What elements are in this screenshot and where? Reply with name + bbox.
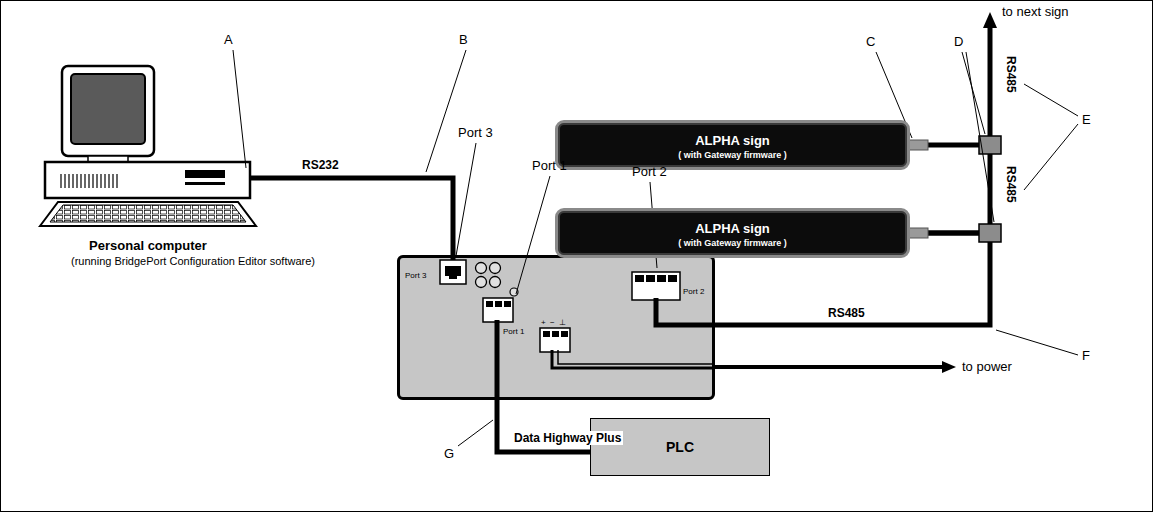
bus-arrowhead <box>983 12 997 28</box>
power-cable <box>715 365 944 369</box>
callout-letter: F <box>1082 348 1090 363</box>
signal-label: RS485 <box>1004 164 1018 205</box>
signal-label: RS232 <box>300 158 341 172</box>
direction-note: to power <box>962 359 1012 374</box>
signal-label: Data Highway Plus <box>512 431 623 445</box>
sign-title: ALPHA sign <box>558 221 907 236</box>
sign-note: ( with Gateway firmware ) <box>558 238 907 248</box>
alpha-sign: ALPHA sign ( with Gateway firmware ) <box>555 120 910 170</box>
direction-note: to next sign <box>1002 4 1069 19</box>
port-label: Port 3 <box>405 271 426 280</box>
gateway-internals <box>397 255 715 400</box>
port-callout: Port 3 <box>458 125 493 140</box>
node-note: (running BridgePort Configuration Editor… <box>18 255 368 267</box>
alpha-sign: ALPHA sign ( with Gateway firmware ) <box>555 208 910 258</box>
power-arrowhead <box>942 361 956 373</box>
callout-letter: G <box>444 446 454 461</box>
callout-letter: D <box>954 34 963 49</box>
callout-letter: B <box>459 32 468 47</box>
sign-note: ( with Gateway firmware ) <box>558 150 907 160</box>
personal-computer <box>40 66 256 226</box>
signal-name: RS485 <box>1004 56 1018 93</box>
callout-letter: A <box>224 32 233 47</box>
cable-connector <box>250 178 453 255</box>
callout-letter: E <box>1082 112 1091 127</box>
node-title: Personal computer <box>8 238 288 253</box>
bus-cable <box>988 26 993 136</box>
bus-connector <box>979 224 1001 242</box>
signal-label: RS485 <box>826 306 867 320</box>
port-label: Port 1 <box>503 327 524 336</box>
sign-title: ALPHA sign <box>558 133 907 148</box>
gateway-box: Port 3 Port 2 Port 1 + − ⊥ <box>397 255 715 400</box>
port-callout: Port 1 <box>532 158 567 173</box>
leader-lines <box>233 50 1078 446</box>
port-label: Port 2 <box>683 287 704 296</box>
personal-computer-node: Personal computer(running BridgePort Con… <box>38 62 250 232</box>
plc-box: PLC <box>590 418 770 476</box>
cable-connector <box>910 145 990 233</box>
terminal-label: + − ⊥ <box>541 318 567 327</box>
callout-letter: C <box>866 34 875 49</box>
port-callout: Port 2 <box>632 164 667 179</box>
